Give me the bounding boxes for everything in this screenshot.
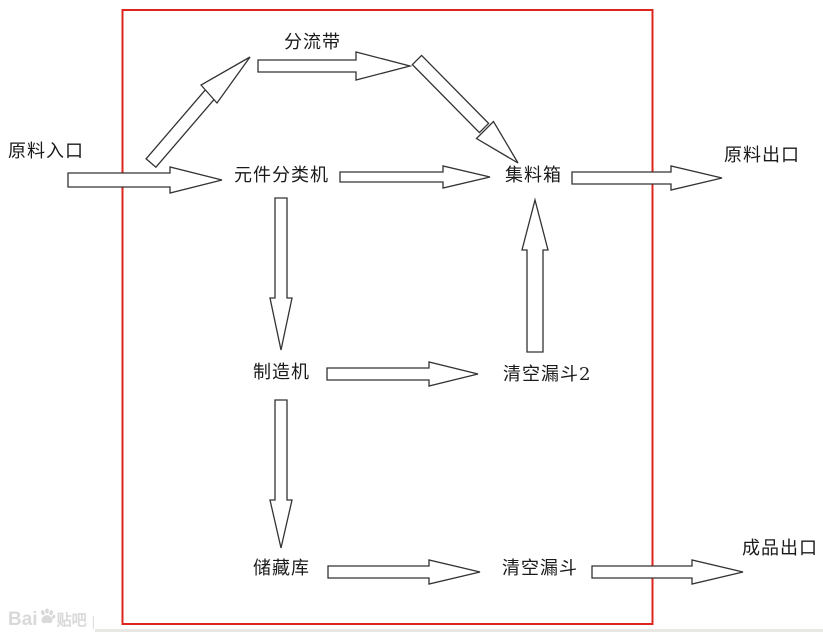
arrow-belt-to-collector-diagonal-head <box>475 120 519 164</box>
node-label-maker: 制造机 <box>253 362 310 383</box>
arrow-belt-horizontal <box>257 51 413 81</box>
arrow-storage-to-hopper <box>327 559 481 585</box>
baidu-paw-icon <box>37 606 57 631</box>
node-label-hopper2: 清空漏斗2 <box>503 364 592 385</box>
watermark-brand-text: Bai <box>8 609 38 630</box>
node-label-collector: 集料箱 <box>505 165 562 186</box>
arrow-maker-to-storage <box>269 399 293 549</box>
node-label-inlet: 原料入口 <box>8 141 84 162</box>
red-frame-border <box>121 9 654 625</box>
arrow-sorter-to-belt-shaft <box>145 86 218 169</box>
arrow-sorter-to-maker <box>269 197 293 351</box>
arrow-hopper-to-product-outlet <box>591 559 744 585</box>
bottom-edge-line <box>95 629 823 632</box>
node-label-hopper: 清空漏斗 <box>502 558 578 579</box>
arrow-sorter-to-collector <box>339 165 491 189</box>
arrow-maker-to-hopper2 <box>326 361 479 387</box>
node-label-outlet: 原料出口 <box>724 145 800 166</box>
arrow-sorter-to-belt-head <box>199 56 251 105</box>
node-label-belt: 分流带 <box>284 32 341 53</box>
watermark-separator: | <box>91 613 96 629</box>
arrow-belt-to-collector-diagonal-shaft <box>411 54 490 134</box>
arrow-collector-to-outlet <box>571 165 723 191</box>
baidu-tieba-watermark: Bai 贴吧 | <box>8 604 95 629</box>
watermark-suffix-text: 贴吧 <box>56 612 87 629</box>
arrow-hopper2-to-collector <box>521 197 549 353</box>
arrow-inlet-to-sorter <box>67 166 223 194</box>
node-label-product-outlet: 成品出口 <box>742 538 818 559</box>
node-label-sorter: 元件分类机 <box>234 165 329 186</box>
node-label-storage: 储藏库 <box>253 558 310 579</box>
